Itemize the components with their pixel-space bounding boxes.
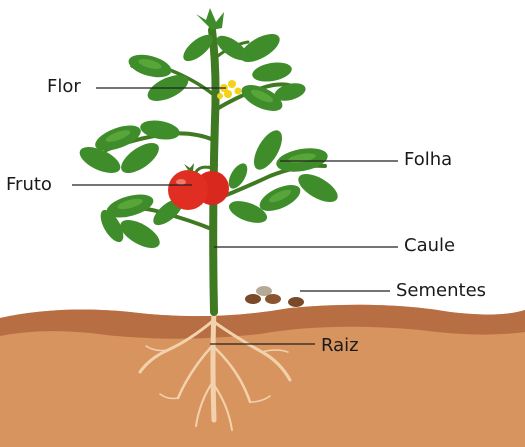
fruit-label: Fruto xyxy=(6,176,52,194)
stem-label: Caule xyxy=(404,237,455,255)
soil xyxy=(0,305,525,447)
flower-label: Flor xyxy=(47,78,81,96)
root-label: Raiz xyxy=(321,337,359,355)
seeds-label: Sementes xyxy=(396,282,486,300)
leaf-label: Folha xyxy=(404,151,452,169)
leaves xyxy=(76,8,342,254)
seeds xyxy=(245,286,304,307)
